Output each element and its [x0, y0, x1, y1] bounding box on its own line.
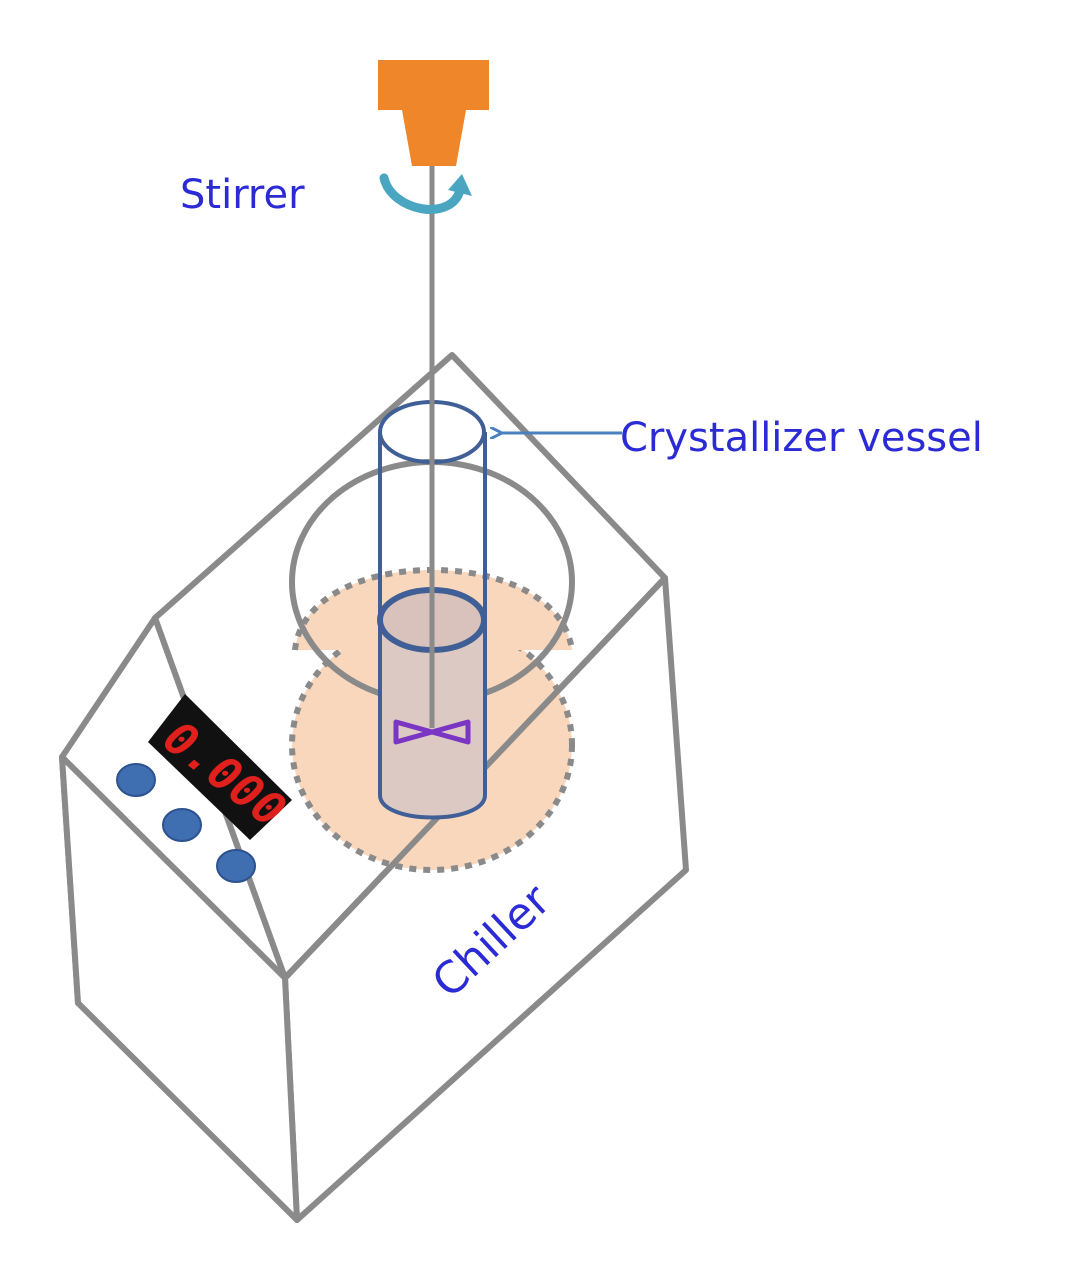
impeller-icon — [393, 719, 471, 745]
vessel-label: Crystallizer vessel — [620, 415, 983, 461]
control-button-icon[interactable] — [216, 849, 256, 883]
rotation-arrow-icon — [379, 173, 472, 214]
control-buttons — [116, 763, 256, 883]
motor-icon — [378, 60, 489, 166]
chiller-left-face — [59, 754, 300, 1223]
control-button-icon[interactable] — [162, 808, 202, 842]
stirrer-assembly — [378, 60, 489, 745]
vessel-callout: Crystallizer vessel — [500, 415, 983, 461]
stirrer-label: Stirrer — [180, 172, 305, 218]
vessel-wall — [378, 432, 487, 820]
control-button-icon[interactable] — [116, 763, 156, 797]
